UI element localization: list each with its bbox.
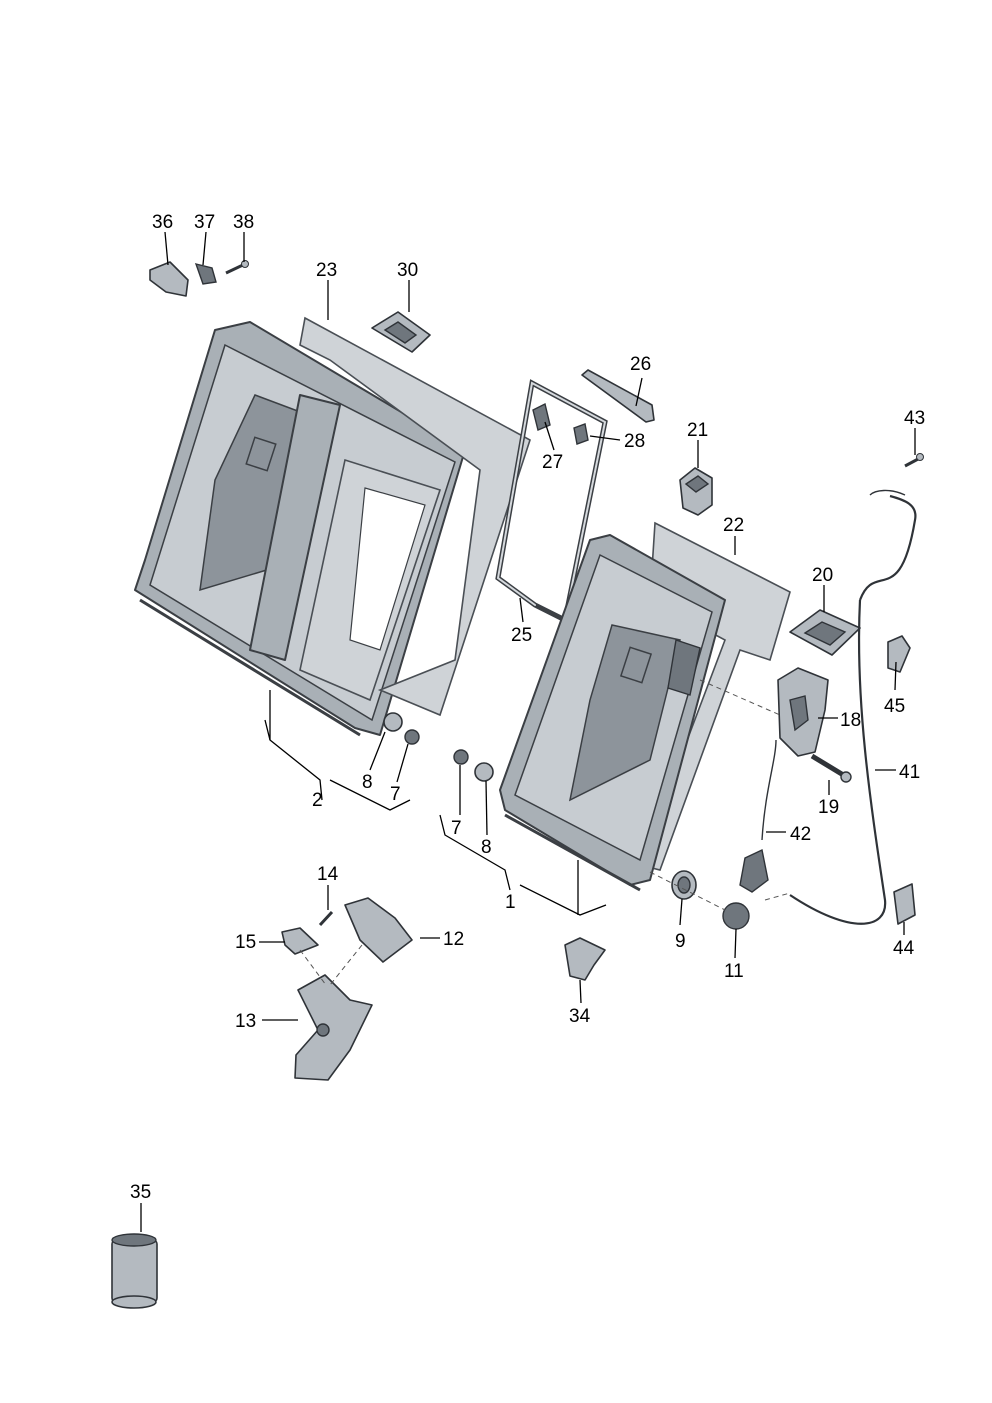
callout-2: 2 (312, 790, 323, 811)
backrest-frame-right (499, 534, 726, 892)
callout-44: 44 (893, 938, 915, 959)
callout-38: 38 (233, 212, 254, 233)
callout-37: 37 (194, 212, 215, 233)
hinge-cluster (281, 897, 413, 1081)
latch-bracket-18 (777, 667, 829, 757)
callout-15: 15 (235, 932, 256, 953)
trim-strip-26 (581, 369, 655, 423)
callout-21: 21 (687, 420, 708, 441)
callout-27: 27 (542, 452, 563, 473)
bracket-34 (564, 937, 606, 981)
callout-25: 25 (511, 625, 532, 646)
callout-20: 20 (812, 565, 833, 586)
cable-41 (789, 489, 917, 925)
callout-7-right: 7 (451, 818, 462, 839)
callout-22: 22 (723, 515, 744, 536)
plugs-7-8 (383, 712, 494, 782)
container-35 (111, 1233, 158, 1309)
callout-23: 23 (316, 260, 337, 281)
callout-9: 9 (675, 931, 686, 952)
callout-12: 12 (443, 929, 464, 950)
screw-19 (810, 753, 852, 783)
grommet-9-cap-11 (649, 870, 750, 930)
fittings-36-37-38 (149, 260, 249, 297)
callout-41: 41 (899, 762, 920, 783)
callout-18: 18 (840, 710, 861, 731)
callout-26: 26 (630, 354, 651, 375)
callout-8-left: 8 (362, 772, 373, 793)
callout-8-right: 8 (481, 837, 492, 858)
alignment-lines (699, 679, 791, 901)
clip-45 (887, 635, 911, 673)
callout-28: 28 (624, 431, 645, 452)
callout-42: 42 (790, 824, 811, 845)
callout-45: 45 (884, 696, 905, 717)
handle-cup-30 (371, 311, 431, 353)
felt-pad-23 (299, 316, 531, 717)
leader-lines (140, 231, 916, 1232)
callout-30: 30 (397, 260, 418, 281)
callout-43: 43 (904, 408, 925, 429)
latch-button-21 (679, 467, 713, 516)
cover-44 (893, 883, 916, 925)
rod-frame-25 (495, 379, 608, 624)
screw-43 (904, 453, 924, 468)
cable-42 (739, 739, 777, 893)
callout-14: 14 (317, 864, 339, 885)
backrest-frame-left (134, 321, 466, 737)
callout-19: 19 (818, 797, 839, 818)
callout-13: 13 (235, 1011, 256, 1032)
callout-1: 1 (505, 892, 516, 913)
handle-cup-20 (789, 609, 861, 656)
callout-36: 36 (152, 212, 173, 233)
callout-11: 11 (724, 961, 744, 982)
callout-7-left: 7 (390, 784, 401, 805)
callout-34: 34 (569, 1006, 591, 1027)
callout-labels: 36 37 38 23 30 26 27 28 21 43 22 20 25 4… (130, 212, 925, 1203)
callout-35: 35 (130, 1182, 151, 1203)
